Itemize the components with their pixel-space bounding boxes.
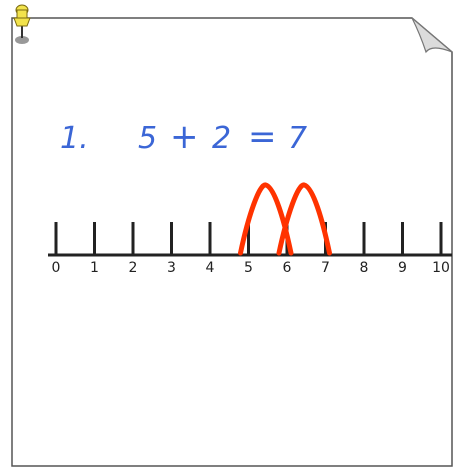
tick-label-8: 8 [360, 260, 369, 276]
page-curl-icon [411, 17, 453, 54]
tick-label-4: 4 [206, 260, 215, 276]
plus-sign: + [170, 117, 199, 157]
problem-number: 1. [60, 121, 89, 156]
tick-label-3: 3 [167, 260, 176, 276]
addend-a: 5 [138, 121, 157, 156]
tick-label-1: 1 [90, 260, 99, 276]
jump-arrow-1 [238, 182, 294, 256]
number-line-labels: 0 1 2 3 4 5 6 7 8 9 10 [52, 260, 450, 276]
sum-result: 7 [288, 121, 307, 156]
tick-label-0: 0 [52, 260, 61, 276]
push-pin-icon [13, 4, 31, 44]
tick-label-5: 5 [244, 260, 253, 276]
addend-b: 2 [212, 121, 231, 156]
tick-label-10: 10 [432, 260, 450, 276]
tick-label-2: 2 [129, 260, 138, 276]
jump-arrow-2 [276, 182, 332, 256]
equation: 1. 5 + 2 = 7 [60, 117, 307, 157]
jump-arrows [238, 182, 332, 256]
tick-label-9: 9 [398, 260, 407, 276]
paper-sheet [11, 17, 453, 467]
number-line: 0 1 2 3 4 5 6 7 8 9 10 [48, 182, 452, 276]
tick-label-7: 7 [321, 260, 330, 276]
equals-sign: = [248, 117, 277, 157]
tick-label-6: 6 [283, 260, 292, 276]
